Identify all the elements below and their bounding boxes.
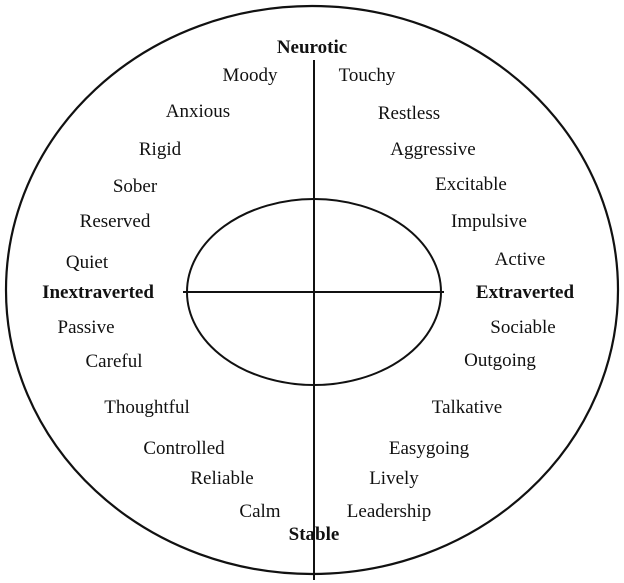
- trait-label: Leadership: [346, 501, 432, 522]
- trait-label: Sober: [112, 176, 158, 197]
- trait-label: Sociable: [490, 317, 556, 338]
- trait-label: Reliable: [190, 468, 254, 489]
- trait-label: Passive: [57, 317, 115, 338]
- trait-label: Controlled: [143, 438, 225, 459]
- axis-label-stable: Stable: [288, 524, 340, 545]
- trait-label: Easygoing: [388, 438, 470, 459]
- axis-label-inextraverted: Inextraverted: [42, 282, 154, 303]
- trait-label: Rigid: [138, 139, 182, 160]
- trait-label: Talkative: [431, 397, 503, 418]
- trait-label: Quiet: [65, 252, 109, 273]
- trait-label: Aggressive: [390, 139, 476, 160]
- trait-label: Touchy: [338, 65, 396, 86]
- trait-label: Restless: [377, 103, 441, 124]
- trait-label: Outgoing: [464, 350, 536, 371]
- axis-label-extraverted: Extraverted: [475, 282, 575, 303]
- axis-label-neurotic: Neurotic: [276, 37, 348, 58]
- trait-label: Excitable: [435, 174, 507, 195]
- trait-label: Reserved: [79, 211, 151, 232]
- trait-label: Moody: [222, 65, 278, 86]
- outer-circle: [4, 4, 620, 576]
- trait-label: Active: [494, 249, 546, 270]
- trait-label: Anxious: [165, 101, 231, 122]
- trait-label: Careful: [85, 351, 143, 372]
- trait-label: Impulsive: [451, 211, 527, 232]
- trait-label: Thoughtful: [104, 397, 190, 418]
- trait-label: Lively: [369, 468, 419, 489]
- trait-label: Calm: [239, 501, 281, 522]
